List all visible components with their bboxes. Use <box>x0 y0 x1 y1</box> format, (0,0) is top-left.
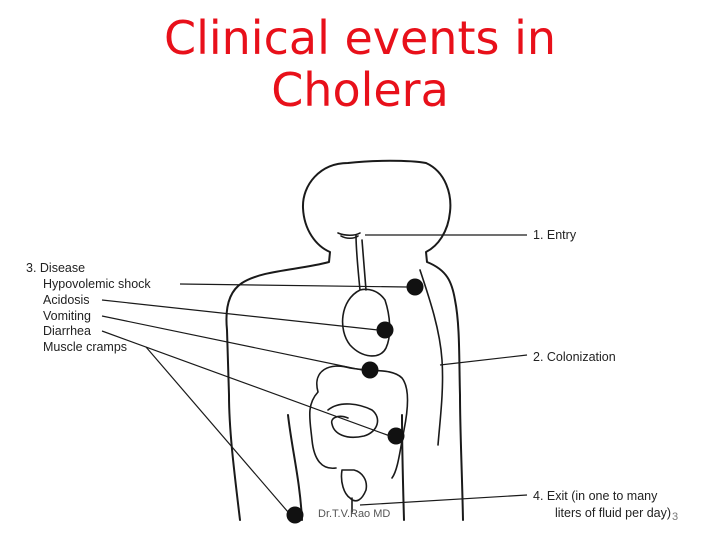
label-acidosis: Acidosis <box>43 293 90 307</box>
leader-cramps <box>145 346 289 513</box>
page-number: 3 <box>672 511 678 523</box>
throat-mark <box>337 232 361 240</box>
label-diarrhea: Diarrhea <box>43 324 91 338</box>
spot-mid <box>361 361 379 379</box>
leader-vomiting <box>101 315 363 371</box>
label-vomiting: Vomiting <box>43 309 91 323</box>
intestines <box>308 365 409 479</box>
label-muscle-cramps: Muscle cramps <box>43 340 127 354</box>
slide-title: Clinical events in Cholera <box>0 12 720 116</box>
esophagus-line <box>361 239 367 291</box>
label-disease-heading: 3. Disease <box>26 261 85 275</box>
body-outline <box>225 159 464 521</box>
spot-upper-right <box>406 278 424 296</box>
label-entry: 1. Entry <box>533 228 577 242</box>
spot-stomach <box>376 321 394 339</box>
leader-hypovolemic <box>179 283 408 288</box>
leader-acidosis <box>101 299 379 331</box>
label-exit-line-2: liters of fluid per day) <box>555 506 671 520</box>
rectum <box>340 469 368 513</box>
label-colonization: 2. Colonization <box>533 350 616 364</box>
leader-diarrhea <box>101 330 391 437</box>
leader-colonization <box>439 354 528 366</box>
label-exit-line-1: 4. Exit (in one to many <box>533 489 658 503</box>
title-line-2: Cholera <box>271 63 449 117</box>
arm-inner <box>419 269 444 446</box>
spot-lower-right <box>387 427 405 445</box>
label-hypovolemic-shock: Hypovolemic shock <box>43 277 151 291</box>
spot-bottom <box>286 506 304 524</box>
leader-exit <box>359 494 528 506</box>
title-line-1: Clinical events in <box>163 11 557 65</box>
footer-author: Dr.T.V.Rao MD <box>318 508 391 520</box>
